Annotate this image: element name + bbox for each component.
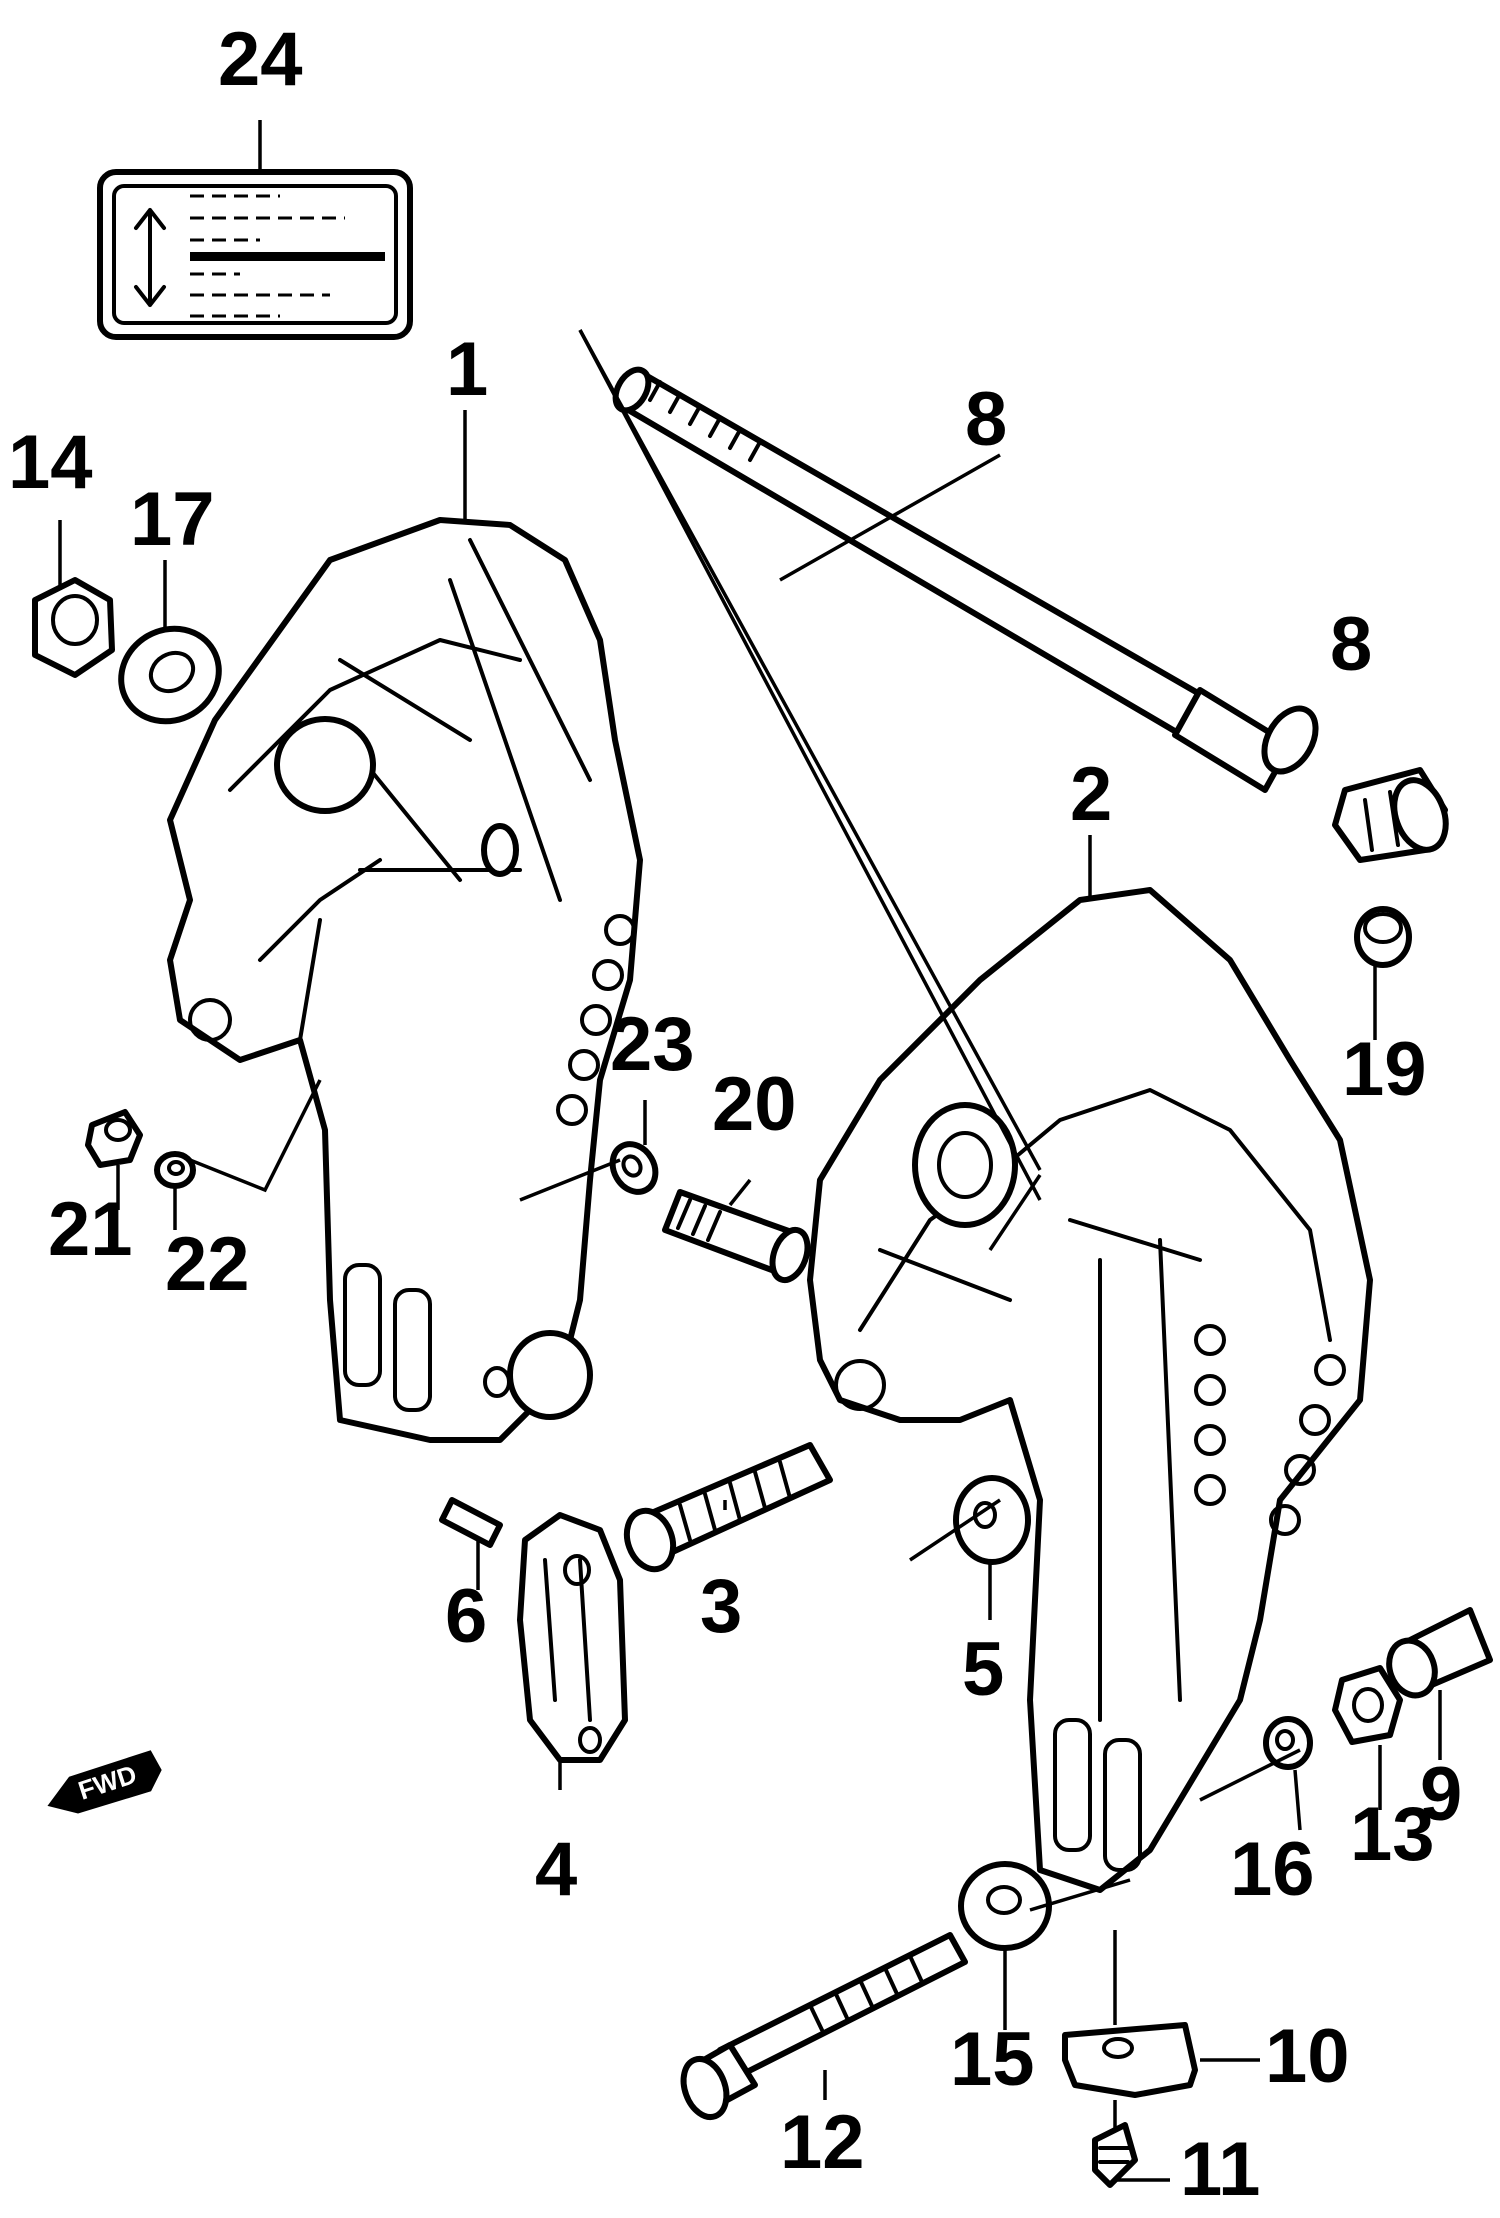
decal-plate: [97, 169, 413, 340]
bushing-9: [1386, 1607, 1493, 1699]
callout-8: 8: [1330, 602, 1372, 687]
callout-9: 9: [1420, 1752, 1462, 1837]
callout-13: 13: [1350, 1792, 1435, 1877]
callout-23: 23: [610, 1002, 695, 1087]
washer-22: [154, 1151, 196, 1189]
lever-plate-4: [517, 1512, 628, 1763]
callout-14: 14: [8, 420, 93, 505]
washer-5: [953, 1475, 1031, 1565]
pad-10: [1062, 2022, 1198, 2098]
callout-4: 4: [535, 1827, 577, 1912]
bolt-12: [680, 1932, 968, 2121]
callout-21: 21: [48, 1187, 133, 1272]
washer-15: [958, 1861, 1052, 1951]
callout-22: 22: [165, 1222, 250, 1307]
cap-nut: [1332, 767, 1449, 863]
washer-23: [609, 1141, 659, 1195]
washer-16: [1263, 1716, 1313, 1770]
callout-3: 3: [700, 1564, 742, 1649]
clamp-bracket-right: [807, 887, 1373, 1893]
clamp-bracket-left: [167, 517, 643, 1443]
pin-6: [439, 1497, 503, 1548]
washer-17: [118, 625, 222, 725]
nut-13: [1332, 1665, 1403, 1745]
callout-10: 10: [1265, 2014, 1350, 2099]
screw-11: [1092, 2122, 1138, 2188]
nut-21: [85, 1109, 143, 1168]
callout-1: 1: [446, 327, 488, 412]
callout-labels: 24 1 8 8 2 19 14 17 23 20 21 22 3 6 5 4 …: [8, 17, 1462, 2212]
callout-19: 19: [1342, 1027, 1427, 1112]
leader-lines: [58, 120, 1442, 2182]
forward-arrow-icon: FWD: [47, 1750, 162, 1814]
through-bolt: [612, 366, 1319, 793]
callout-17: 17: [130, 477, 215, 562]
screw-3: [623, 1442, 833, 1573]
bushing-19: [1354, 906, 1412, 968]
hex-nut-14: [32, 577, 115, 678]
callout-12: 12: [780, 2100, 865, 2185]
callout-16: 16: [1230, 1827, 1315, 1912]
callout-2: 2: [1070, 752, 1112, 837]
callout-6: 6: [445, 1574, 487, 1659]
callout-11: 11: [1180, 2127, 1260, 2212]
callout-5: 5: [962, 1627, 1004, 1712]
callout-15: 15: [950, 2017, 1035, 2102]
callout-20: 20: [712, 1062, 797, 1147]
callout-24: 24: [218, 17, 303, 102]
callout-7: 8: [965, 377, 1007, 462]
stud-20: [662, 1189, 811, 1284]
